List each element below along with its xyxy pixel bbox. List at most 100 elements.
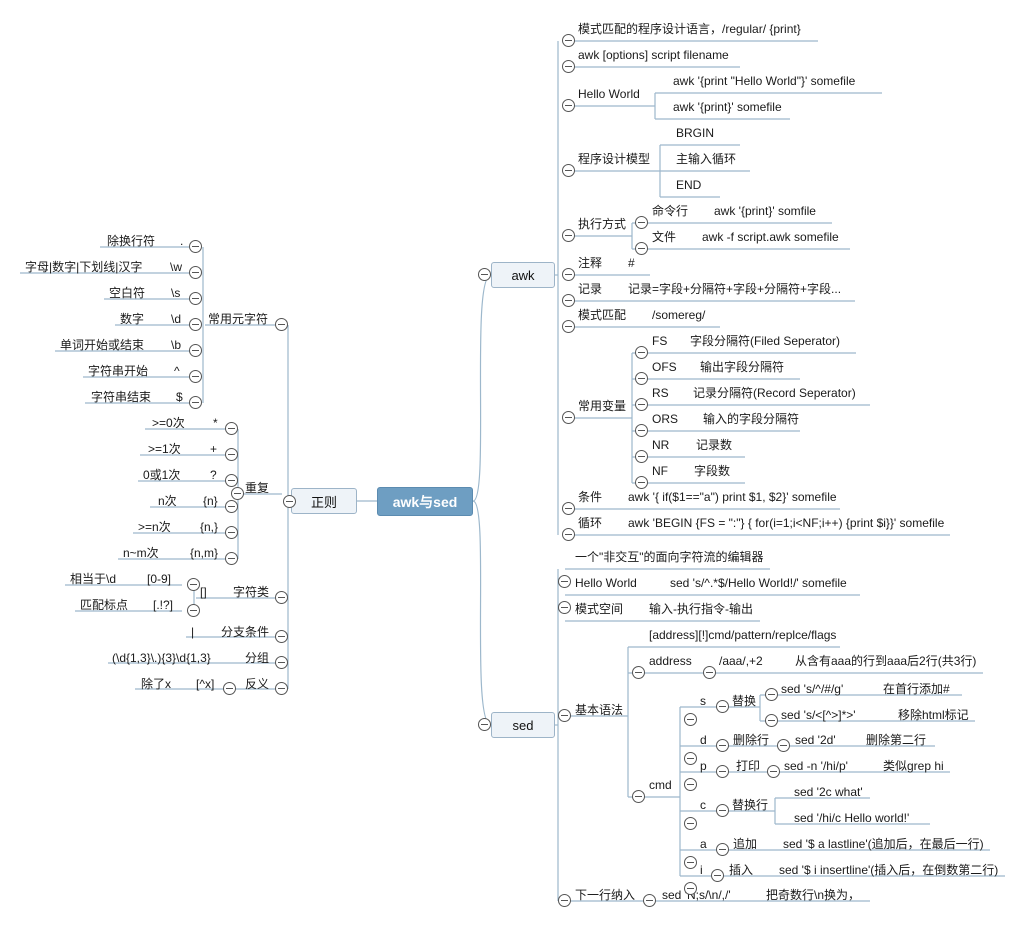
- collapse-toggle-icon[interactable]: [632, 790, 645, 803]
- collapse-toggle-icon[interactable]: [225, 500, 238, 513]
- list-item: 记录分隔符(Record Seperator): [693, 386, 856, 400]
- collapse-toggle-icon[interactable]: [562, 164, 575, 177]
- collapse-toggle-icon[interactable]: [275, 318, 288, 331]
- collapse-toggle-icon[interactable]: [711, 869, 724, 882]
- collapse-toggle-icon[interactable]: [703, 666, 716, 679]
- list-item: awk '{print}' somefile: [673, 100, 782, 114]
- list-item: a: [700, 837, 707, 851]
- collapse-toggle-icon[interactable]: [189, 318, 202, 331]
- regex-group-label: 分组: [245, 651, 270, 665]
- collapse-toggle-icon[interactable]: [716, 739, 729, 752]
- collapse-toggle-icon[interactable]: [635, 216, 648, 229]
- collapse-toggle-icon[interactable]: [562, 99, 575, 112]
- list-item: 打印: [736, 759, 761, 773]
- collapse-toggle-icon[interactable]: [562, 528, 575, 541]
- collapse-toggle-icon[interactable]: [684, 752, 697, 765]
- collapse-toggle-icon[interactable]: [684, 778, 697, 791]
- sed-address-desc: 从含有aaa的行到aaa后2行(共3行): [795, 654, 977, 668]
- collapse-toggle-icon[interactable]: [562, 411, 575, 424]
- topic-awk[interactable]: awk: [491, 262, 555, 288]
- collapse-toggle-icon[interactable]: [643, 894, 656, 907]
- collapse-toggle-icon[interactable]: [684, 856, 697, 869]
- regex-repeat-label: 重复: [245, 481, 270, 495]
- collapse-toggle-icon[interactable]: [225, 474, 238, 487]
- collapse-toggle-icon[interactable]: [716, 765, 729, 778]
- list-item: 匹配标点: [80, 598, 129, 612]
- collapse-toggle-icon[interactable]: [225, 422, 238, 435]
- topic-sed[interactable]: sed: [491, 712, 555, 738]
- collapse-toggle-icon[interactable]: [635, 346, 648, 359]
- collapse-toggle-icon[interactable]: [562, 502, 575, 515]
- list-item: 命令行: [652, 204, 689, 218]
- list-item: [.!?]: [153, 598, 174, 612]
- collapse-toggle-icon[interactable]: [562, 60, 575, 73]
- regex-negate-desc: 除了x: [141, 677, 172, 691]
- collapse-toggle-icon[interactable]: [225, 448, 238, 461]
- collapse-toggle-icon[interactable]: [716, 804, 729, 817]
- collapse-toggle-icon[interactable]: [558, 894, 571, 907]
- collapse-toggle-icon[interactable]: [562, 34, 575, 47]
- root-topic[interactable]: awk与sed: [377, 487, 473, 516]
- topic-regex[interactable]: 正则: [291, 488, 357, 514]
- collapse-toggle-icon[interactable]: [189, 266, 202, 279]
- collapse-toggle-icon[interactable]: [562, 294, 575, 307]
- collapse-toggle-icon[interactable]: [767, 765, 780, 778]
- list-item: \w: [170, 260, 182, 274]
- list-item: d: [700, 733, 707, 747]
- collapse-toggle-icon[interactable]: [777, 739, 790, 752]
- collapse-toggle-icon[interactable]: [225, 552, 238, 565]
- collapse-toggle-icon[interactable]: [189, 344, 202, 357]
- collapse-toggle-icon[interactable]: [275, 630, 288, 643]
- collapse-toggle-icon[interactable]: [189, 292, 202, 305]
- collapse-toggle-icon[interactable]: [283, 495, 296, 508]
- collapse-toggle-icon[interactable]: [478, 718, 491, 731]
- collapse-toggle-icon[interactable]: [562, 320, 575, 333]
- regex-charclass-label: 字符类: [233, 585, 270, 599]
- collapse-toggle-icon[interactable]: [765, 714, 778, 727]
- collapse-toggle-icon[interactable]: [231, 487, 244, 500]
- collapse-toggle-icon[interactable]: [716, 700, 729, 713]
- list-item: 字段数: [694, 464, 731, 478]
- awk-hello-label: Hello World: [578, 87, 640, 101]
- collapse-toggle-icon[interactable]: [684, 713, 697, 726]
- collapse-toggle-icon[interactable]: [635, 372, 648, 385]
- list-item: 记录数: [696, 438, 733, 452]
- collapse-toggle-icon[interactable]: [275, 682, 288, 695]
- list-item: sed -n '/hi/p': [784, 759, 848, 773]
- collapse-toggle-icon[interactable]: [189, 370, 202, 383]
- collapse-toggle-icon[interactable]: [562, 268, 575, 281]
- collapse-toggle-icon[interactable]: [716, 843, 729, 856]
- collapse-toggle-icon[interactable]: [558, 575, 571, 588]
- awk-pattern-label: 模式匹配: [578, 308, 627, 322]
- collapse-toggle-icon[interactable]: [635, 424, 648, 437]
- list-item: 单词开始或结束: [60, 338, 145, 352]
- collapse-toggle-icon[interactable]: [684, 817, 697, 830]
- collapse-toggle-icon[interactable]: [478, 268, 491, 281]
- collapse-toggle-icon[interactable]: [635, 242, 648, 255]
- awk-loop-label: 循环: [578, 516, 603, 530]
- collapse-toggle-icon[interactable]: [275, 656, 288, 669]
- list-item: [0-9]: [147, 572, 172, 586]
- collapse-toggle-icon[interactable]: [223, 682, 236, 695]
- list-item: 删除第二行: [866, 733, 927, 747]
- collapse-toggle-icon[interactable]: [632, 666, 645, 679]
- collapse-toggle-icon[interactable]: [562, 229, 575, 242]
- collapse-toggle-icon[interactable]: [635, 476, 648, 489]
- collapse-toggle-icon[interactable]: [189, 396, 202, 409]
- collapse-toggle-icon[interactable]: [189, 240, 202, 253]
- collapse-toggle-icon[interactable]: [684, 882, 697, 895]
- list-item: {n}: [203, 494, 218, 508]
- list-item: sed '2d': [795, 733, 836, 747]
- collapse-toggle-icon[interactable]: [187, 604, 200, 617]
- collapse-toggle-icon[interactable]: [275, 591, 288, 604]
- list-item: {n,m}: [190, 546, 219, 560]
- collapse-toggle-icon[interactable]: [225, 526, 238, 539]
- collapse-toggle-icon[interactable]: [635, 398, 648, 411]
- collapse-toggle-icon[interactable]: [187, 578, 200, 591]
- collapse-toggle-icon[interactable]: [558, 601, 571, 614]
- collapse-toggle-icon[interactable]: [765, 688, 778, 701]
- awk-intro: 模式匹配的程序设计语言，/regular/ {print}: [578, 22, 801, 36]
- collapse-toggle-icon[interactable]: [635, 450, 648, 463]
- collapse-toggle-icon[interactable]: [558, 709, 571, 722]
